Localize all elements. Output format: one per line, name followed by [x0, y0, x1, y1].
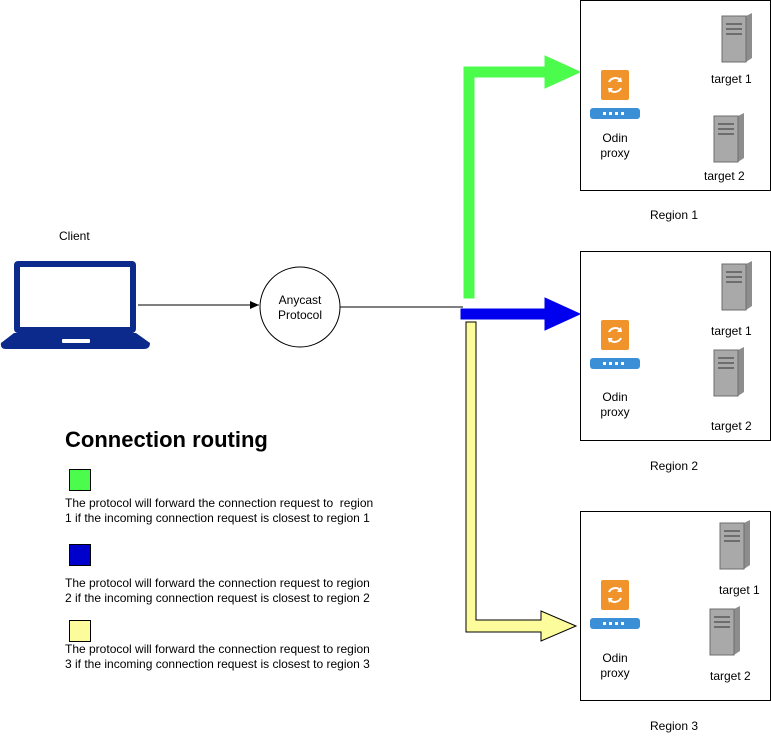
anycast-label-line2: Protocol — [277, 308, 323, 322]
region-1-route-arrow — [463, 55, 582, 299]
odin-proxy-icon — [590, 320, 640, 369]
legend-item-1-line1: The protocol will forward the connection… — [65, 496, 374, 510]
region-1-proxy-label-line2: proxy — [600, 146, 630, 160]
region-1-target-1-label: target 1 — [711, 72, 752, 86]
region-3-name: Region 3 — [650, 719, 699, 733]
legend-item-2-line1: The protocol will forward the connection… — [65, 576, 370, 590]
server-icon — [721, 261, 752, 311]
legend-title: Connection routing — [65, 427, 268, 452]
region-2-target-1-label: target 1 — [711, 324, 752, 338]
legend-swatch-yellow — [69, 620, 91, 642]
region-2-proxy-label-line1: Odin — [602, 390, 628, 404]
odin-proxy-icon — [590, 70, 640, 119]
anycast-label-line1: Anycast — [278, 293, 322, 307]
region-1-target-2-label: target 2 — [704, 169, 745, 183]
server-icon — [719, 520, 750, 570]
region-3-proxy-label-line1: Odin — [602, 651, 628, 665]
server-icon — [721, 13, 752, 63]
region-1-name: Region 1 — [650, 208, 699, 222]
server-icon — [713, 347, 744, 397]
region-3-route-arrow — [465, 321, 578, 642]
client-label: Client — [59, 229, 90, 243]
legend-item-2-line2: 2 if the incoming connection request is … — [65, 591, 370, 605]
region-1-proxy-label-line1: Odin — [602, 131, 628, 145]
legend-swatch-blue — [69, 544, 91, 566]
region-3-target-2-label: target 2 — [710, 669, 751, 683]
anycast-protocol-node — [259, 266, 341, 348]
laptop-icon — [0, 261, 150, 349]
region-2-name: Region 2 — [650, 459, 699, 473]
legend-item-3-line1: The protocol will forward the connection… — [65, 642, 370, 656]
server-icon — [713, 113, 744, 163]
region-2-proxy-label-line2: proxy — [600, 405, 630, 419]
server-icon — [709, 606, 740, 656]
legend-item-1-line2: 1 if the incoming connection request is … — [65, 511, 370, 525]
region-3-target-1-label: target 1 — [719, 583, 760, 597]
region-3-proxy-label-line2: proxy — [600, 666, 630, 680]
legend-swatch-green — [69, 469, 91, 491]
legend-item-3-line2: 3 if the incoming connection request is … — [65, 657, 370, 671]
odin-proxy-icon — [590, 580, 640, 629]
region-2-target-2-label: target 2 — [711, 419, 752, 433]
region-2-route-arrow — [460, 297, 582, 331]
